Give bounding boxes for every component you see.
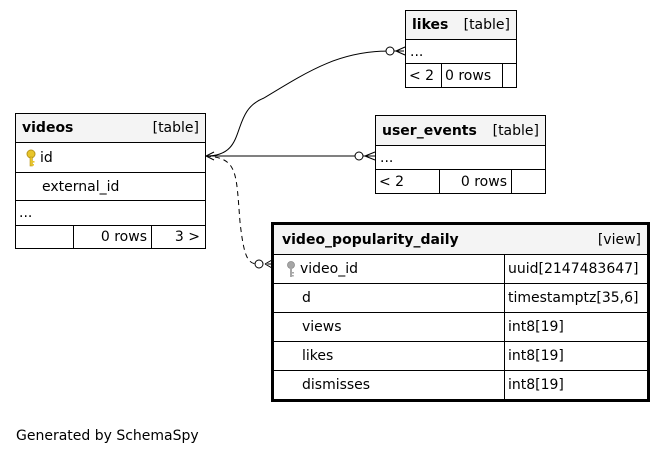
- ellipsis-row: ...: [376, 146, 545, 170]
- table-name: videos: [22, 120, 74, 136]
- stats-row: 0 rows 3 >: [16, 226, 205, 248]
- view-video-popularity-daily[interactable]: video_popularity_daily [view] video_id u…: [271, 222, 650, 402]
- relation-videos-likes: [205, 50, 404, 157]
- column-row: video_id uuid[2147483647]: [274, 255, 647, 284]
- ellipsis-row: ...: [16, 201, 205, 226]
- column-type: timestamptz[35,6]: [504, 284, 647, 312]
- table-kind: [table]: [492, 122, 539, 139]
- parents-count: [16, 226, 73, 248]
- row-count: 0 rows: [73, 226, 151, 248]
- table-likes[interactable]: likes [table] ... < 2 0 rows: [405, 10, 517, 88]
- column-name: id: [40, 149, 53, 166]
- primary-key-icon: [26, 149, 36, 166]
- row-count: 0 rows: [441, 64, 502, 87]
- parents-count: < 2: [409, 67, 435, 84]
- column-row: id: [16, 143, 205, 173]
- foreign-key-icon: [287, 261, 295, 277]
- table-header: videos [table]: [16, 114, 205, 143]
- column-row: dismisses int8[19]: [274, 371, 647, 399]
- parents-count: < 2: [379, 173, 405, 190]
- column-type: uuid[2147483647]: [504, 255, 647, 283]
- column-name: video_id: [300, 261, 359, 277]
- ellipsis: ...: [380, 149, 394, 166]
- stats-row: < 2 0 rows: [376, 170, 545, 193]
- column-row: d timestamptz[35,6]: [274, 284, 647, 313]
- column-type: int8[19]: [504, 313, 647, 341]
- column-name: external_id: [42, 178, 120, 195]
- children-count: [511, 170, 545, 193]
- row-count: 0 rows: [439, 170, 511, 193]
- table-kind: [table]: [152, 120, 199, 136]
- table-user-events[interactable]: user_events [table] ... < 2 0 rows: [375, 115, 546, 194]
- column-row: external_id: [16, 173, 205, 201]
- table-name: user_events: [382, 122, 477, 139]
- children-count: [502, 64, 516, 87]
- column-type: int8[19]: [504, 371, 647, 399]
- column-name: d: [302, 290, 311, 306]
- column-row: views int8[19]: [274, 313, 647, 342]
- table-name: video_popularity_daily: [282, 231, 459, 248]
- table-header: user_events [table]: [376, 116, 545, 146]
- stats-row: < 2 0 rows: [406, 64, 516, 87]
- children-count: 3 >: [151, 226, 205, 248]
- table-name: likes: [412, 17, 449, 33]
- footer-credit: Generated by SchemaSpy: [16, 428, 199, 444]
- table-kind: [view]: [597, 231, 641, 248]
- ellipsis: ...: [410, 43, 424, 60]
- column-name: likes: [302, 348, 334, 364]
- ellipsis: ...: [19, 205, 33, 221]
- column-type: int8[19]: [504, 342, 647, 370]
- column-name: views: [302, 319, 342, 335]
- table-header: video_popularity_daily [view]: [274, 225, 647, 255]
- column-row: likes int8[19]: [274, 342, 647, 371]
- relation-videos-view: [205, 155, 272, 265]
- ellipsis-row: ...: [406, 40, 516, 64]
- table-header: likes [table]: [406, 11, 516, 40]
- table-videos[interactable]: videos [table] id external_id ... 0 rows…: [15, 113, 206, 249]
- table-kind: [table]: [463, 17, 510, 33]
- column-name: dismisses: [302, 377, 371, 393]
